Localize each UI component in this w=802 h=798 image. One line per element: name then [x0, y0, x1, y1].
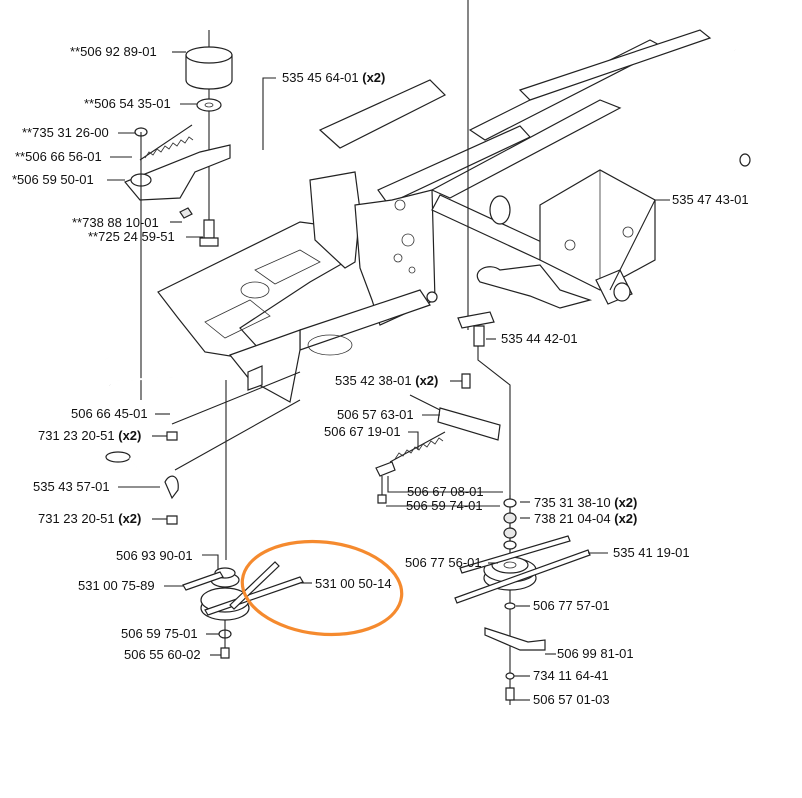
part-label[interactable]: 531 00 50-14: [315, 577, 392, 591]
part-number: 535 41 19-01: [613, 545, 690, 560]
quantity: (x2): [362, 70, 386, 85]
part-number: 506 66 45-01: [71, 406, 148, 421]
quantity: (x2): [118, 428, 142, 443]
part-number: 731 23 20-51: [38, 511, 115, 526]
part-number: **506 66 56-01: [15, 149, 102, 164]
part-label[interactable]: 506 66 45-01: [71, 407, 148, 421]
part-number: 506 99 81-01: [557, 646, 634, 661]
part-label[interactable]: 506 67 19-01: [324, 425, 401, 439]
left-pulley-assembly: [182, 561, 304, 659]
quantity: (x2): [614, 511, 638, 526]
right-pulley-assembly: [454, 495, 591, 705]
quantity: (x2): [415, 373, 439, 388]
part-label[interactable]: 535 47 43-01: [672, 193, 749, 207]
part-label[interactable]: 506 59 74-01: [406, 499, 483, 513]
part-number: 734 11 64-41: [533, 668, 609, 683]
part-number: **506 54 35-01: [84, 96, 171, 111]
part-label[interactable]: 506 59 75-01: [121, 627, 198, 641]
part-label[interactable]: 734 11 64-41: [533, 669, 609, 683]
part-label[interactable]: **506 66 56-01: [15, 150, 102, 164]
part-number: **738 88 10-01: [72, 215, 159, 230]
part-label[interactable]: 506 99 81-01: [557, 647, 634, 661]
part-number: 506 77 57-01: [533, 598, 610, 613]
control-rods: [102, 356, 301, 560]
part-number: 506 67 08-01: [407, 484, 484, 499]
leader-lines: [107, 51, 670, 701]
part-number: 531 00 50-14: [315, 576, 392, 591]
part-label[interactable]: 506 57 63-01: [337, 408, 414, 422]
part-label[interactable]: 535 43 57-01: [33, 480, 110, 494]
part-number: 506 57 01-03: [533, 692, 610, 707]
part-number: 506 59 74-01: [406, 498, 483, 513]
part-label[interactable]: 535 42 38-01 (x2): [335, 374, 438, 388]
part-label[interactable]: **506 54 35-01: [84, 97, 171, 111]
part-label[interactable]: **506 92 89-01: [70, 45, 157, 59]
part-number: 535 43 57-01: [33, 479, 110, 494]
part-label[interactable]: 738 21 04-04 (x2): [534, 512, 637, 526]
part-label[interactable]: 531 00 75-89: [78, 579, 155, 593]
chassis-frame: [158, 30, 787, 403]
part-label[interactable]: 506 57 01-03: [533, 693, 610, 707]
part-number: 506 67 19-01: [324, 424, 401, 439]
part-number: 535 42 38-01: [335, 373, 412, 388]
part-number: 735 31 38-10: [534, 495, 611, 510]
part-number: 506 59 75-01: [121, 626, 198, 641]
part-label[interactable]: **735 31 26-00: [22, 126, 109, 140]
highlight-ellipse: [240, 539, 404, 637]
part-label[interactable]: **738 88 10-01: [72, 216, 159, 230]
part-number: **735 31 26-00: [22, 125, 109, 140]
part-number: **506 92 89-01: [70, 44, 157, 59]
part-number: 506 93 90-01: [116, 548, 193, 563]
part-number: 738 21 04-04: [534, 511, 611, 526]
part-label[interactable]: *506 59 50-01: [12, 173, 94, 187]
part-label[interactable]: 506 55 60-02: [124, 648, 201, 662]
part-label[interactable]: 535 45 64-01 (x2): [282, 71, 385, 85]
part-label[interactable]: 731 23 20-51 (x2): [38, 429, 141, 443]
part-number: 506 55 60-02: [124, 647, 201, 662]
idler-assembly: [124, 30, 233, 400]
part-number: 535 45 64-01: [282, 70, 359, 85]
part-label[interactable]: 535 44 42-01: [501, 332, 578, 346]
part-number: 531 00 75-89: [78, 578, 155, 593]
part-number: **725 24 59-51: [88, 229, 175, 244]
part-label[interactable]: 506 93 90-01: [116, 549, 193, 563]
part-label[interactable]: 506 67 08-01: [407, 485, 484, 499]
part-number: *506 59 50-01: [12, 172, 94, 187]
part-label[interactable]: 731 23 20-51 (x2): [38, 512, 141, 526]
part-number: 535 47 43-01: [672, 192, 749, 207]
part-number: 535 44 42-01: [501, 331, 578, 346]
part-label[interactable]: 506 77 57-01: [533, 599, 610, 613]
part-number: 731 23 20-51: [38, 428, 115, 443]
part-number: 506 77 56-01: [405, 555, 482, 570]
quantity: (x2): [118, 511, 142, 526]
tensioner-parts: [375, 0, 511, 555]
part-label[interactable]: 506 77 56-01: [405, 556, 482, 570]
part-label[interactable]: 735 31 38-10 (x2): [534, 496, 637, 510]
part-number: 506 57 63-01: [337, 407, 414, 422]
part-label[interactable]: 535 41 19-01: [613, 546, 690, 560]
quantity: (x2): [614, 495, 638, 510]
part-label[interactable]: **725 24 59-51: [88, 230, 175, 244]
